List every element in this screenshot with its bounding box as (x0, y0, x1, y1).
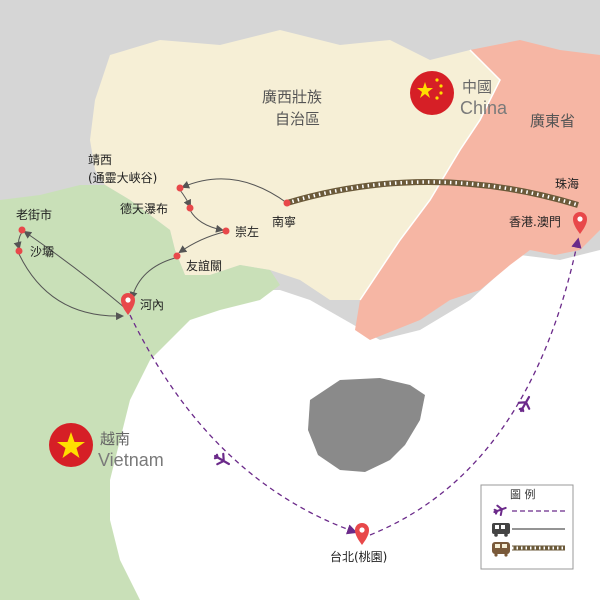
china-label-cn: 中國 (462, 78, 492, 96)
province-border (359, 49, 501, 301)
label-taipei: 台北(桃園) (330, 549, 387, 564)
label-shaba: 沙壩 (30, 245, 54, 259)
label-jingxi-2: (通靈大峽谷) (88, 171, 157, 185)
hainan-island (308, 378, 425, 472)
vietnam-label-cn: 越南 (100, 430, 130, 448)
flight-taipei-hk (369, 237, 582, 536)
label-detian: 德天瀑布 (120, 201, 168, 216)
label-youyiguan: 友誼關 (186, 258, 222, 273)
guangxi-label-2: 自治區 (275, 110, 320, 128)
label-jingxi-1: 靖西 (88, 153, 112, 167)
city-dot-chongzuo[interactable] (222, 227, 230, 235)
route-nanning-jingxi (181, 178, 288, 204)
railway-route (286, 179, 579, 208)
route-youyiguan-hanoi (129, 257, 176, 300)
city-dot-detian[interactable] (186, 204, 194, 212)
city-dot-laojie[interactable] (18, 226, 26, 234)
city-dot-shaba[interactable] (15, 247, 23, 255)
label-laojie: 老街市 (16, 207, 52, 222)
label-hkmacau: 香港.澳門 (509, 215, 561, 229)
route-detian-chongzuo (189, 209, 224, 233)
legend-train-icon (492, 542, 510, 557)
hanoi-pin-icon[interactable] (121, 293, 135, 315)
vietnam-label-en: Vietnam (98, 450, 164, 470)
china-flag-icon (410, 71, 454, 115)
city-dot-nanning[interactable] (283, 199, 291, 207)
route-shaba-hanoi (18, 253, 124, 321)
city-dot-youyiguan[interactable] (173, 252, 181, 260)
label-zhuhai: 珠海 (555, 176, 579, 191)
legend-bus-icon (492, 523, 510, 537)
vietnam-region (0, 185, 280, 600)
city-dot-jingxi[interactable] (176, 184, 184, 192)
legend-title: 圖 例 (510, 487, 536, 501)
label-chongzuo: 崇左 (235, 224, 259, 239)
plane-icon (213, 452, 231, 466)
guangdong-label: 廣東省 (530, 112, 575, 130)
taipei-pin-icon[interactable] (355, 523, 369, 545)
route-hanoi-laojie (23, 230, 126, 309)
guangdong-region (355, 40, 600, 340)
guangxi-label-1: 廣西壯族 (262, 88, 322, 106)
hkmacau-pin-icon[interactable] (573, 212, 587, 234)
label-nanning: 南寧 (272, 214, 296, 229)
plane-icon (517, 395, 531, 413)
route-chongzuo-youyiguan (178, 231, 225, 254)
label-hanoi: 河內 (140, 298, 164, 312)
flight-hanoi-taipei (129, 314, 358, 535)
guangxi-region (90, 30, 500, 300)
legend-box: 圖 例 (480, 484, 574, 570)
china-label-en: China (460, 98, 508, 118)
legend-plane-icon (493, 504, 507, 517)
vietnam-flag-icon (49, 423, 93, 467)
